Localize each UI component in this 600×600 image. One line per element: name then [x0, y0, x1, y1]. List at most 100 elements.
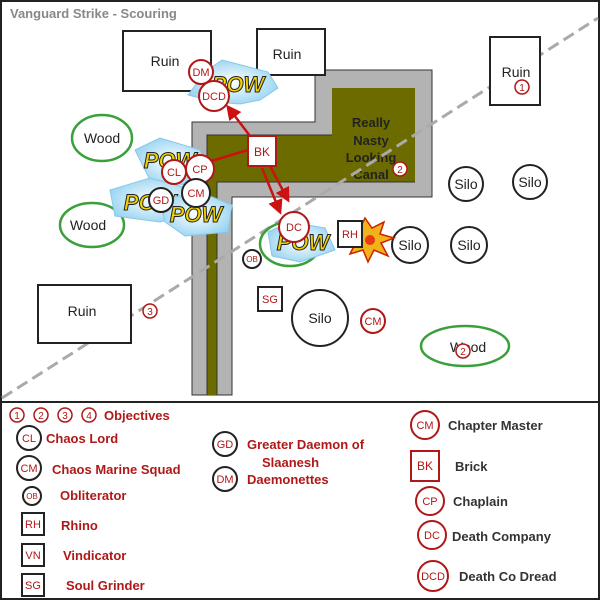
svg-text:SG: SG [25, 580, 41, 592]
movement-arrows [195, 104, 290, 215]
svg-text:DC: DC [286, 222, 302, 234]
svg-text:Daemonettes: Daemonettes [247, 472, 329, 487]
svg-text:Slaanesh: Slaanesh [262, 455, 319, 470]
legend-item-dm: DM Daemonettes [212, 466, 329, 492]
svg-text:BK: BK [254, 145, 270, 159]
ruin-label: Ruin [502, 64, 531, 80]
legend-item-sg: SG Soul Grinder [21, 573, 145, 597]
unit-sg[interactable]: SG [257, 286, 283, 312]
svg-text:DCD: DCD [202, 91, 226, 103]
svg-text:CP: CP [422, 496, 437, 508]
svg-text:VN: VN [25, 550, 40, 562]
svg-text:Chapter Master: Chapter Master [448, 418, 543, 433]
unit-gd[interactable]: GD [148, 187, 174, 213]
svg-text:3: 3 [62, 411, 68, 422]
silo-4: Silo [450, 226, 488, 264]
legend-objectives-label: Objectives [104, 408, 170, 423]
svg-text:1: 1 [14, 411, 20, 422]
silo-3: Silo [391, 226, 429, 264]
svg-text:Chaos Marine Squad: Chaos Marine Squad [52, 462, 181, 477]
silo-label: Silo [457, 237, 481, 253]
svg-text:2: 2 [38, 411, 44, 422]
svg-text:RH: RH [25, 519, 41, 531]
unit-cm-master[interactable]: CM [360, 308, 386, 334]
svg-text:Rhino: Rhino [61, 518, 98, 533]
svg-text:2: 2 [397, 165, 403, 176]
svg-text:Chaplain: Chaplain [453, 494, 508, 509]
unit-ob[interactable]: OB [242, 249, 262, 269]
unit-cl[interactable]: CL [161, 159, 187, 185]
svg-text:2: 2 [460, 347, 466, 358]
unit-bk[interactable]: BK [247, 135, 277, 167]
unit-dc[interactable]: DC [278, 211, 310, 243]
svg-text:OB: OB [246, 255, 258, 264]
svg-text:CL: CL [167, 167, 181, 179]
svg-text:Soul Grinder: Soul Grinder [66, 578, 145, 593]
objective-marker-1: 1 [514, 79, 530, 95]
ruin-label: Ruin [151, 53, 180, 69]
silo-label: Silo [308, 310, 332, 326]
silo-label: Silo [398, 237, 422, 253]
legend-item-cl: CL Chaos Lord [16, 425, 118, 451]
svg-text:SG: SG [262, 294, 278, 306]
legend-item-chapter-master: CM Chapter Master [410, 410, 543, 440]
legend-item-rh: RH Rhino [21, 512, 98, 536]
ruin-mid-left: Ruin [37, 284, 132, 344]
legend-item-chaplain: CP Chaplain [415, 486, 508, 516]
svg-text:CM: CM [20, 463, 37, 475]
svg-text:Vindicator: Vindicator [63, 548, 126, 563]
svg-text:CL: CL [22, 433, 36, 445]
svg-text:4: 4 [86, 411, 92, 422]
arrow-bk-to-dcd [226, 104, 251, 137]
unit-dcd[interactable]: DCD [198, 80, 230, 112]
objective-marker-2: 2 [392, 161, 408, 177]
ruin-label: Ruin [273, 46, 302, 62]
svg-text:1: 1 [519, 83, 525, 94]
svg-text:Greater Daemon of: Greater Daemon of [247, 437, 365, 452]
legend: 1 2 3 4 Objectives CL Chaos Lord CM Chao… [9, 407, 557, 597]
unit-chaos-marine-squad[interactable]: CM [181, 178, 211, 208]
svg-text:DCD: DCD [421, 571, 445, 583]
legend-objectives: 1 2 3 4 Objectives [9, 407, 170, 423]
svg-text:GD: GD [217, 439, 234, 451]
legend-item-ob: OB Obliterator [22, 486, 126, 506]
svg-text:DM: DM [192, 67, 209, 79]
wood-2: Wood [58, 201, 126, 249]
arrow-bk-to-dc-2 [268, 165, 290, 203]
ruin-top-right: Ruin [489, 36, 541, 106]
svg-text:CM: CM [187, 188, 204, 200]
map-title: Vanguard Strike - Scouring [10, 6, 177, 21]
legend-item-gd: GD Greater Daemon of Slaanesh [212, 431, 365, 470]
canal-label-line2: Nasty [353, 133, 389, 148]
legend-item-cm: CM Chaos Marine Squad [16, 455, 181, 481]
svg-text:3: 3 [147, 307, 153, 318]
ruin-label: Ruin [68, 303, 97, 319]
unit-dm[interactable]: DM [188, 59, 214, 85]
objective-marker-4: 2 [455, 343, 471, 359]
wood-label: Wood [70, 217, 106, 233]
svg-text:Death Co Dread: Death Co Dread [459, 569, 557, 584]
silo-5: Silo [291, 289, 349, 347]
svg-text:Brick: Brick [455, 459, 488, 474]
unit-rh[interactable]: RH [337, 220, 363, 248]
silo-1: Silo [448, 166, 484, 202]
legend-item-death-company: DC Death Company [417, 520, 552, 550]
svg-text:Death Company: Death Company [452, 529, 552, 544]
wood-label: Wood [84, 130, 120, 146]
svg-text:BK: BK [417, 459, 433, 473]
ruin-top-mid: Ruin [256, 28, 326, 76]
legend-item-brick: BK Brick [410, 450, 488, 482]
canal-label-line1: Really [352, 115, 391, 130]
svg-text:CP: CP [192, 164, 207, 176]
svg-text:CM: CM [364, 316, 381, 328]
silo-label: Silo [518, 174, 542, 190]
objective-marker-3: 3 [142, 303, 158, 319]
unit-cp[interactable]: CP [185, 154, 215, 184]
svg-text:OB: OB [26, 492, 38, 501]
silo-2: Silo [512, 164, 548, 200]
svg-text:Chaos Lord: Chaos Lord [46, 431, 118, 446]
svg-text:Obliterator: Obliterator [60, 488, 126, 503]
svg-text:DM: DM [216, 474, 233, 486]
